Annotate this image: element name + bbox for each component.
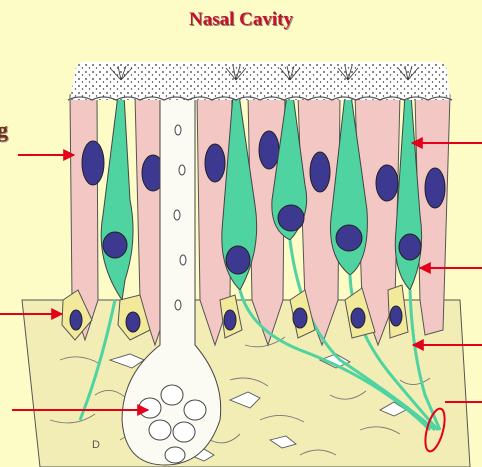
mucus-layer — [67, 61, 453, 101]
pointer-arrows — [0, 137, 482, 416]
olfactory-nerve-bundle — [424, 407, 446, 453]
cut-off-label-supporting-cell: g — [0, 117, 8, 142]
slide-title: Nasal Cavity — [189, 9, 293, 30]
basal-cell-nuclei — [69, 305, 403, 333]
receptor-cell-nuclei — [102, 204, 422, 275]
supporting-cell-nuclei — [81, 130, 446, 209]
svg-text:D: D — [92, 439, 100, 451]
bowmans-gland — [121, 69, 222, 466]
